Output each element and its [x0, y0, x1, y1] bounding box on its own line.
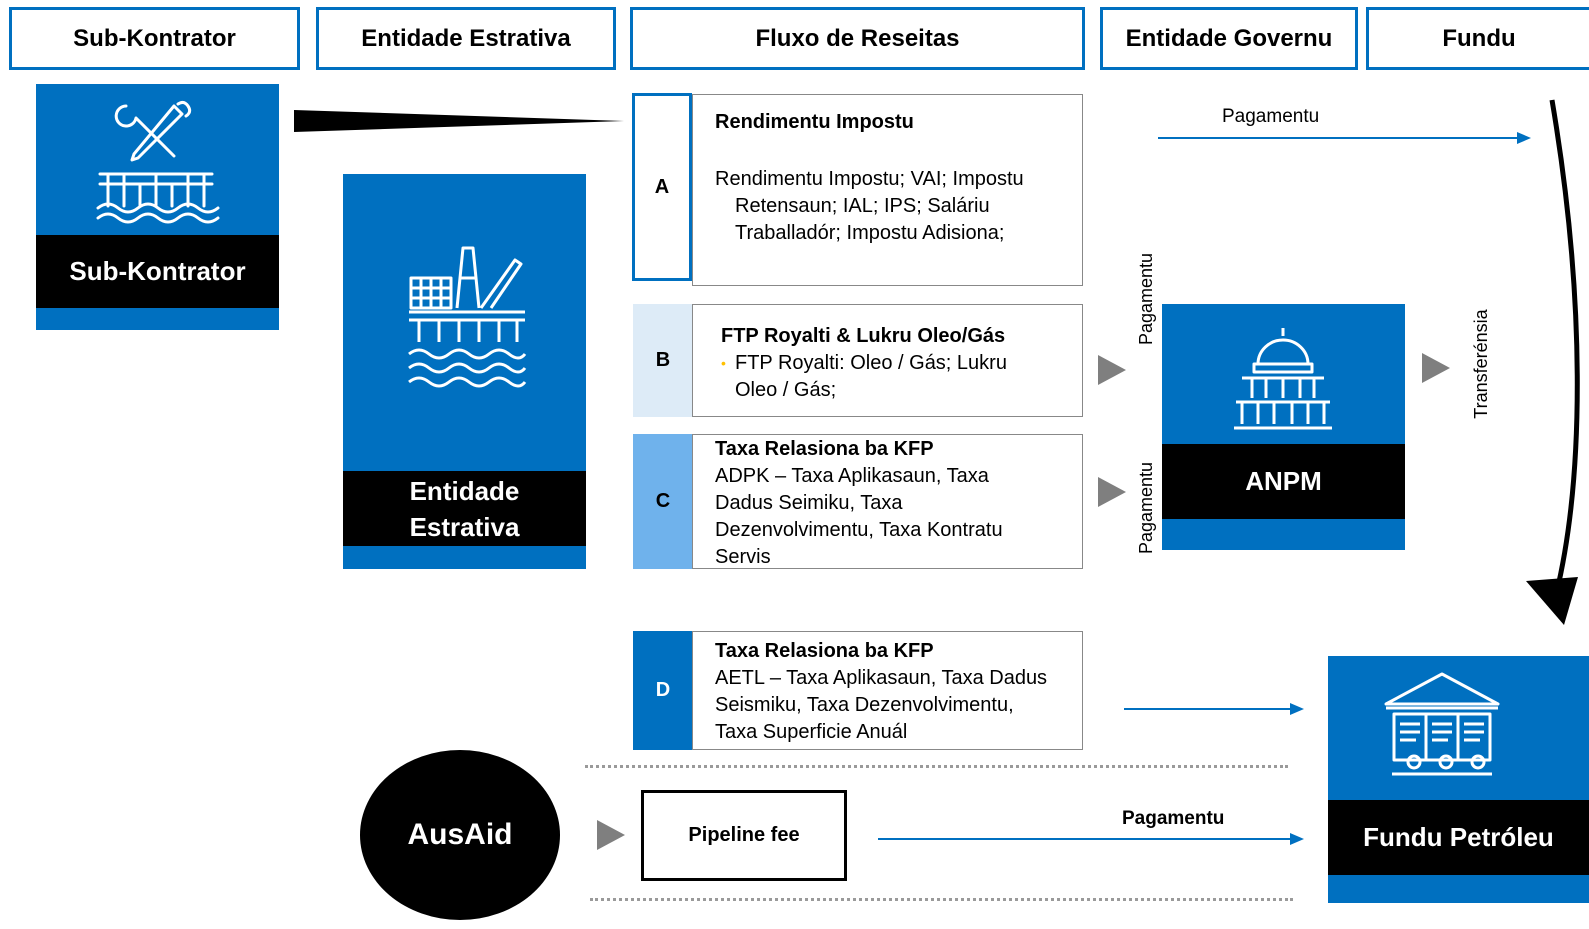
entity-entidade-estrativa: Entidade Estrativa [343, 174, 586, 569]
header-label: Fluxo de Reseitas [755, 24, 960, 52]
entity-sub-kontrator: Sub-Kontrator [36, 84, 279, 330]
flow-box-d: Taxa Relasiona ba KFP AETL – Taxa Aplika… [692, 631, 1083, 750]
entity-anpm: ANPM [1162, 304, 1405, 550]
flow-text-line: Traballadór; Impostu Adisiona; [735, 222, 1005, 244]
flow-tab-label: A [654, 175, 670, 198]
arrow-pagamentu-top [1158, 132, 1531, 144]
flow-tab-label: B [655, 349, 671, 371]
dotted-separator-bottom [590, 898, 1293, 901]
header-sub-kontrator: Sub-Kontrator [9, 7, 300, 70]
flow-text-line: Retensaun; IAL; IPS; Saláriu [735, 195, 990, 217]
flow-text-line: Oleo / Gás; [735, 379, 837, 401]
pipeline-fee-box: Pipeline fee [641, 790, 847, 881]
flow-text-line: ADPK – Taxa Aplikasaun, Taxa [715, 465, 989, 487]
entity-label-line-2: Estrativa [409, 511, 520, 542]
flow-text-line: FTP Royalti: Oleo / Gás; Lukru [735, 352, 1007, 374]
flow-text-line: Dadus Seimiku, Taxa [715, 492, 903, 514]
header-fundu: Fundu [1366, 7, 1589, 70]
flow-box-b: FTP Royalti & Lukru Oleo/Gás • FTP Royal… [692, 304, 1083, 417]
entity-label-line-1: Entidade [409, 475, 520, 506]
entity-label: Entidade Estrativa [343, 471, 586, 546]
arrow-flow-b-to-anpm [1098, 355, 1126, 385]
entity-label: Fundu Petróleu [1328, 800, 1589, 875]
header-label: Fundu [1442, 24, 1516, 52]
flow-title: Taxa Relasiona ba KFP [715, 640, 934, 662]
oil-platform-icon [408, 246, 527, 388]
flow-text-line: Rendimentu Impostu; VAI; Impostu [715, 168, 1024, 190]
tools-platform-icon [96, 100, 220, 224]
flow-tab-c: C [633, 434, 693, 569]
dotted-separator-top [585, 765, 1288, 768]
header-label: Sub-Kontrator [73, 24, 236, 52]
header-fluxo-de-reseitas: Fluxo de Reseitas [630, 7, 1085, 70]
arrow-label-pagamentu-c: Pagamentu [1136, 461, 1156, 555]
entity-label: ANPM [1162, 444, 1405, 519]
entity-ausaid: AusAid [360, 750, 560, 920]
flow-text-line: Taxa Superficie Anuál [715, 721, 908, 743]
header-label: Entidade Governu [1125, 24, 1333, 52]
flow-text-line: Seismiku, Taxa Dezenvolvimentu, [715, 694, 1014, 716]
header-entidade-estrativa: Entidade Estrativa [316, 7, 616, 70]
pipeline-fee-label: Pipeline fee [688, 824, 800, 846]
entity-label: Sub-Kontrator [36, 235, 279, 308]
flow-tab-d: D [633, 631, 693, 750]
flow-tab-b: B [633, 304, 693, 417]
flow-tab-label: C [655, 490, 671, 512]
arrow-label-pagamentu-top: Pagamentu [1222, 106, 1320, 127]
flow-text-line: Servis [715, 546, 771, 568]
arrow-label-transferensia: Transferénsia [1471, 309, 1491, 419]
flow-tab-label: D [655, 679, 671, 701]
arrow-pipeline-to-fundu [878, 833, 1304, 845]
arrow-flow-c-to-anpm [1098, 477, 1126, 507]
entity-fundu-petroleu: Fundu Petróleu [1328, 656, 1589, 903]
flow-box-a: Rendimentu Impostu Rendimentu Impostu; V… [692, 94, 1083, 286]
curved-arrow-to-fundu-petroleu [1526, 99, 1580, 625]
entity-label: AusAid [407, 818, 513, 851]
arrow-flow-d-to-fundu [1124, 703, 1304, 715]
arrow-label-pagamentu-bottom: Pagamentu [1122, 808, 1225, 829]
flow-text-line: Dezenvolvimentu, Taxa Kontratu [715, 519, 1003, 541]
flow-box-c: Taxa Relasiona ba KFP ADPK – Taxa Aplika… [692, 434, 1083, 569]
arrow-anpm-to-fundu [1422, 353, 1450, 383]
fund-documents-icon [1384, 672, 1500, 776]
header-label: Entidade Estrativa [361, 24, 571, 52]
flow-text-line: AETL – Taxa Aplikasaun, Taxa Dadus [715, 667, 1048, 689]
flow-title: FTP Royalti & Lukru Oleo/Gás [721, 325, 1006, 347]
flow-tab-a: A [632, 93, 692, 281]
arrow-label-pagamentu-b: Pagamentu [1136, 252, 1156, 346]
header-entidade-governu: Entidade Governu [1100, 7, 1358, 70]
arrow-ausaid-to-pipeline [597, 820, 625, 850]
flow-title: Rendimentu Impostu [715, 111, 914, 133]
wedge-arrow-sub-to-flow [294, 110, 624, 132]
flow-title: Taxa Relasiona ba KFP [715, 438, 934, 460]
government-building-icon [1234, 328, 1332, 430]
bullet-icon: • [721, 355, 726, 371]
